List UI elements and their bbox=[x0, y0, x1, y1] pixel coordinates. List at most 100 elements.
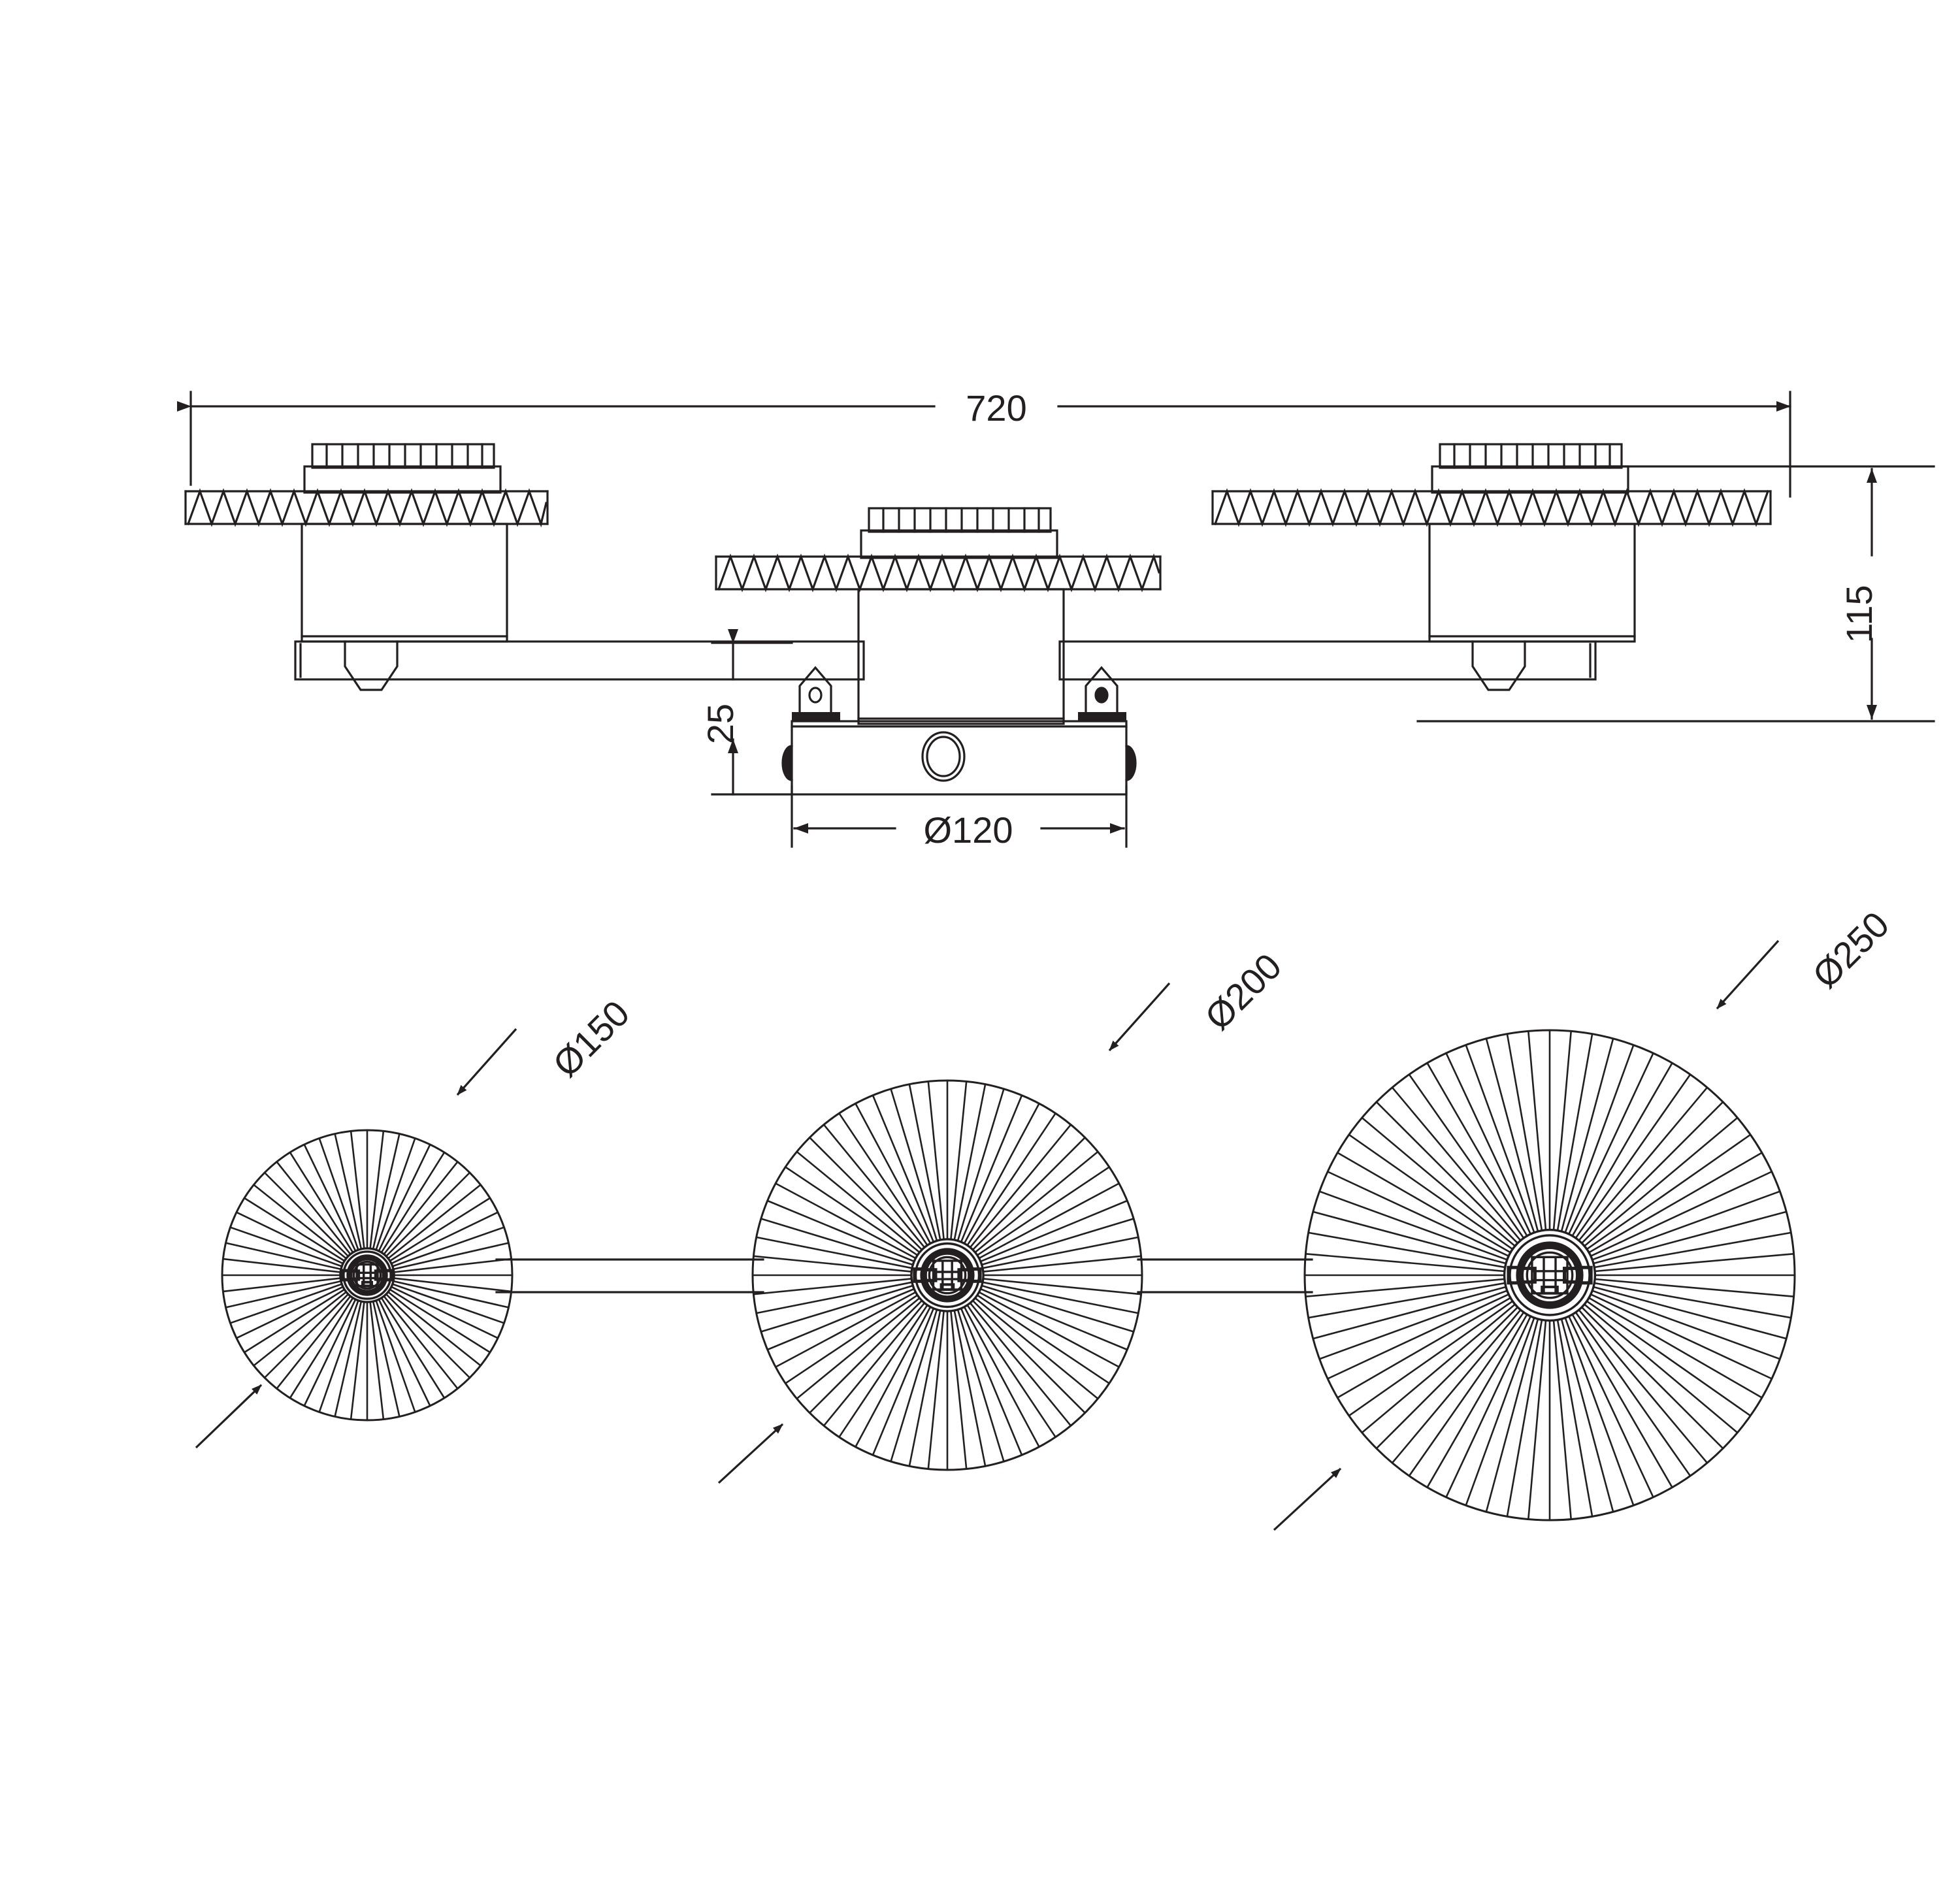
shade-spoke bbox=[969, 1124, 1072, 1248]
socket-contact bbox=[374, 1269, 386, 1281]
tip-right-cone bbox=[1471, 640, 1526, 691]
shade-spoke bbox=[318, 1300, 359, 1412]
shade-spoke bbox=[253, 1184, 347, 1260]
shade-spoke bbox=[760, 1218, 913, 1266]
shade-spoke bbox=[236, 1286, 344, 1339]
shade-spoke bbox=[393, 1258, 512, 1273]
shade-spoke bbox=[1308, 1282, 1505, 1319]
shade-spoke bbox=[969, 1302, 1072, 1427]
shade-spoke bbox=[289, 1297, 354, 1399]
shade-spoke bbox=[785, 1294, 918, 1384]
shade-spoke bbox=[392, 1226, 504, 1267]
hub-ring bbox=[1503, 1228, 1597, 1322]
shade-spoke bbox=[823, 1302, 926, 1427]
dim-label-115: 115 bbox=[1838, 585, 1880, 643]
shade-spoke bbox=[1586, 1133, 1751, 1250]
shade-spoke bbox=[236, 1211, 344, 1265]
shade-spoke bbox=[391, 1211, 498, 1265]
shade-spoke bbox=[950, 1310, 968, 1469]
dim-label-25: 25 bbox=[700, 704, 741, 744]
shade-spoke bbox=[1594, 1253, 1794, 1273]
shade-spoke bbox=[953, 1310, 987, 1467]
shade-spoke bbox=[953, 1084, 987, 1241]
cross-bars-side bbox=[294, 640, 1597, 681]
shade-spoke bbox=[1408, 1074, 1525, 1239]
shade-spoke bbox=[244, 1288, 345, 1354]
base-cap-left bbox=[781, 745, 793, 781]
shade-spoke bbox=[1560, 1038, 1614, 1232]
shade-spoke bbox=[1578, 1309, 1708, 1464]
shade-spoke bbox=[767, 1199, 915, 1263]
cap-center-ribs bbox=[868, 507, 1052, 533]
lamp-left-side bbox=[184, 443, 549, 691]
shade-spoke bbox=[1327, 1293, 1509, 1380]
cap-left-collar bbox=[303, 465, 502, 494]
shade-spoke bbox=[977, 1166, 1110, 1256]
shade-spoke bbox=[253, 1291, 347, 1367]
dimension-25 bbox=[711, 629, 793, 796]
shade-spoke bbox=[289, 1152, 354, 1253]
shade-spoke bbox=[908, 1310, 941, 1467]
shade-spoke bbox=[972, 1137, 1086, 1250]
socket-keyway bbox=[939, 1283, 955, 1292]
shade-spoke bbox=[1319, 1190, 1508, 1261]
shade-spoke bbox=[785, 1166, 918, 1256]
shade-spoke bbox=[890, 1309, 938, 1462]
shade-spoke bbox=[1392, 1309, 1522, 1464]
shade-spoke bbox=[334, 1133, 363, 1250]
bar-right bbox=[1058, 640, 1597, 681]
shade-spoke bbox=[230, 1226, 342, 1267]
shade-spoke bbox=[978, 1182, 1120, 1260]
shade-spoke bbox=[1571, 1062, 1673, 1237]
shade-spoke bbox=[1575, 1074, 1691, 1239]
shade-spoke bbox=[225, 1242, 342, 1271]
shade-spoke bbox=[972, 1300, 1086, 1414]
shade-spoke bbox=[1592, 1190, 1780, 1261]
shade-spoke bbox=[908, 1084, 941, 1241]
body-center-cylinder bbox=[857, 588, 1065, 725]
shade-small bbox=[221, 1129, 514, 1422]
cap-left-ribs bbox=[311, 443, 495, 469]
shade-spoke bbox=[753, 1255, 912, 1273]
bracket-right-foot bbox=[1078, 712, 1126, 721]
shade-spoke bbox=[350, 1301, 365, 1420]
shade-spoke bbox=[838, 1305, 928, 1438]
plan-leaders bbox=[195, 939, 1780, 1531]
shade-spoke bbox=[385, 1293, 470, 1378]
shade-spoke bbox=[1564, 1045, 1635, 1233]
shade-spoke bbox=[1594, 1278, 1794, 1297]
socket-tab bbox=[913, 1267, 924, 1283]
shade-spoke bbox=[1313, 1211, 1507, 1265]
shade-spoke bbox=[1313, 1286, 1507, 1340]
tip-left-cone bbox=[344, 640, 399, 691]
shade-spoke bbox=[982, 1236, 1139, 1269]
shade-spoke bbox=[1568, 1316, 1654, 1498]
leader-250-top bbox=[1716, 939, 1780, 1010]
shade-spoke bbox=[963, 1306, 1040, 1448]
shade-spoke bbox=[1308, 1231, 1505, 1269]
bracket-left bbox=[792, 666, 840, 721]
shade-spoke bbox=[385, 1172, 470, 1257]
hub-ring bbox=[352, 1260, 382, 1290]
shade-spoke bbox=[380, 1297, 446, 1399]
shade-spoke bbox=[1506, 1320, 1543, 1517]
shade-spoke bbox=[1584, 1303, 1739, 1433]
shade-spoke bbox=[375, 1138, 416, 1250]
shade-spoke bbox=[264, 1293, 349, 1378]
shade-spoke bbox=[796, 1150, 921, 1254]
shade-spoke bbox=[966, 1305, 1056, 1438]
shade-spoke bbox=[1564, 1317, 1635, 1506]
bar-left bbox=[294, 640, 865, 681]
shade-spoke bbox=[1556, 1320, 1593, 1517]
shade-spoke bbox=[1588, 1152, 1763, 1254]
shade-spoke bbox=[767, 1288, 915, 1351]
dimension-d120 bbox=[791, 785, 1128, 848]
shade-spoke bbox=[350, 1131, 365, 1249]
bracket-right-hole bbox=[1094, 687, 1109, 704]
shade-spoke bbox=[1348, 1300, 1513, 1417]
shade-spoke bbox=[1392, 1086, 1522, 1241]
bracket-right bbox=[1078, 666, 1126, 721]
shade-spoke bbox=[223, 1258, 341, 1273]
shade-spoke bbox=[393, 1277, 512, 1293]
cap-center bbox=[860, 507, 1058, 559]
